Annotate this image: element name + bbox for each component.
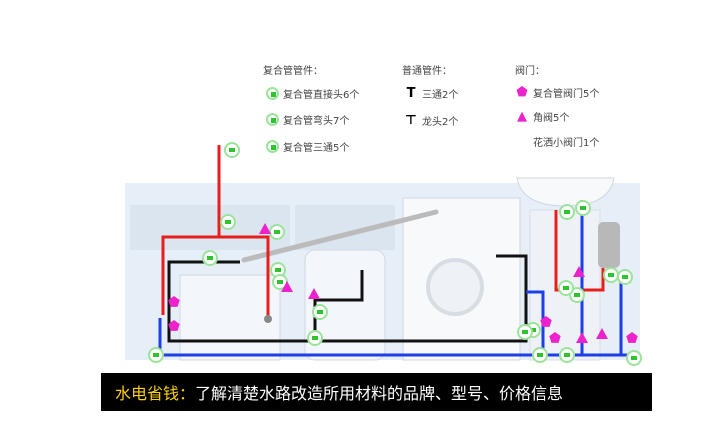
composite-valve-icon bbox=[626, 332, 638, 343]
fitting-mark bbox=[153, 353, 159, 357]
triangle-icon: ▲ bbox=[517, 109, 527, 124]
fitting-mark bbox=[564, 353, 570, 357]
caption-text: 了解清楚水路改造所用材料的品牌、型号、价格信息 bbox=[195, 384, 564, 403]
toilet bbox=[304, 249, 386, 361]
fitting-mark bbox=[229, 148, 235, 152]
shower-pipe bbox=[241, 209, 439, 263]
pipe-end bbox=[264, 315, 272, 323]
basin-cabinet bbox=[179, 274, 281, 361]
fitting-mark bbox=[275, 268, 281, 272]
fitting-mark bbox=[312, 336, 318, 340]
drain-pipes bbox=[167, 254, 528, 343]
angle-valve-icon bbox=[259, 223, 271, 234]
legend-elbow: 复合管弯头7个 bbox=[266, 112, 349, 127]
legend-straight-connector: 复合管直接头6个 bbox=[266, 86, 359, 101]
fitting-mark bbox=[207, 256, 213, 260]
legend-composite-title: 复合管管件： bbox=[263, 66, 323, 77]
washer-door bbox=[426, 258, 484, 316]
faucet-icon: ⊤ bbox=[405, 113, 417, 128]
tee-icon: T bbox=[406, 86, 416, 101]
fitting-mark bbox=[274, 230, 280, 234]
elbow-icon bbox=[266, 113, 279, 126]
fitting-mark bbox=[522, 330, 528, 334]
valves bbox=[168, 223, 638, 343]
fitting-mark bbox=[608, 273, 614, 277]
legend-normal-title: 普通管件： bbox=[402, 66, 452, 77]
straight-connector-icon bbox=[266, 87, 279, 100]
angle-valve-icon bbox=[576, 332, 588, 343]
legend-composite-tee: 复合管三通5个 bbox=[266, 139, 349, 154]
fitting-mark bbox=[580, 206, 586, 210]
composite-valve-icon bbox=[168, 320, 180, 331]
fitting-mark bbox=[574, 293, 580, 297]
fitting-mark bbox=[277, 280, 283, 284]
fitting-mark bbox=[317, 310, 323, 314]
caption-highlight: 水电省钱： bbox=[115, 384, 196, 403]
composite-valve-icon bbox=[168, 296, 180, 307]
legend-composite-valve: ⬟复合管阀门5个 bbox=[516, 85, 600, 100]
angle-valve-icon bbox=[596, 328, 608, 339]
legend-shower-valve: 花洒小阀门1个 bbox=[533, 138, 600, 149]
legend-valve-title: 阀门： bbox=[515, 66, 545, 77]
fitting-mark bbox=[530, 328, 536, 332]
legend-faucet: ⊤龙头2个 bbox=[405, 113, 459, 128]
angle-valve-icon bbox=[573, 266, 585, 277]
tee-icon bbox=[266, 140, 279, 153]
water-heater bbox=[598, 222, 620, 268]
angle-valve-icon bbox=[308, 288, 320, 299]
fitting-mark bbox=[631, 356, 637, 360]
caption-bar: 水电省钱： 了解清楚水路改造所用材料的品牌、型号、价格信息 bbox=[101, 373, 652, 411]
legend-angle-valve: ▲角阀5个 bbox=[517, 109, 570, 124]
fitting-mark bbox=[564, 210, 570, 214]
fitting-mark bbox=[537, 353, 543, 357]
fitting-mark bbox=[225, 220, 231, 224]
pentagon-icon: ⬟ bbox=[516, 85, 528, 100]
angle-valve-icon bbox=[281, 281, 293, 292]
fitting-mark bbox=[563, 286, 569, 290]
composite-valve-icon bbox=[540, 316, 552, 327]
composite-valve-icon bbox=[549, 332, 561, 343]
fitting-mark bbox=[622, 275, 628, 279]
